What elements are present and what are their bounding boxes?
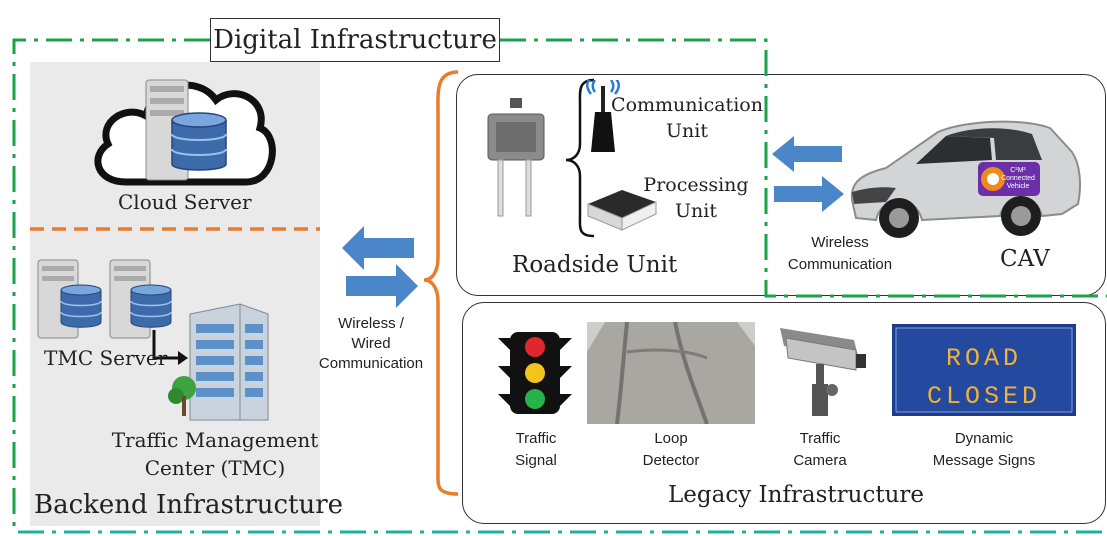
database-icon bbox=[130, 284, 172, 328]
wireless-comm-line2: Communication bbox=[787, 256, 893, 273]
legacy-item-label: Loop Detector bbox=[625, 428, 717, 472]
message-sign-text: ROAD CLOSED bbox=[892, 340, 1076, 416]
cav-badge-line3: Vehicle bbox=[1006, 183, 1030, 190]
message-signs-line1: Dynamic bbox=[954, 430, 1014, 447]
cav-badge-line2: Connected bbox=[1001, 175, 1035, 182]
bidirectional-arrows-right bbox=[772, 136, 844, 212]
car-icon bbox=[850, 120, 1081, 238]
bidirectional-arrows bbox=[342, 226, 418, 308]
digital-boundary-left bbox=[12, 38, 210, 532]
wireless-comm-line1: Wireless bbox=[811, 234, 869, 251]
antenna-icon bbox=[586, 80, 620, 152]
processing-unit-label: Processing Unit bbox=[636, 172, 756, 224]
traffic-camera-line1: Traffic bbox=[799, 430, 841, 447]
arrow-left-icon bbox=[342, 226, 414, 270]
cav-title: CAV bbox=[1000, 246, 1050, 272]
legacy-title: Legacy Infrastructure bbox=[668, 482, 925, 508]
building-icon bbox=[168, 303, 269, 421]
message-sign-image bbox=[892, 324, 1076, 416]
cav-badge-line1: C²M² bbox=[1010, 167, 1026, 174]
legacy-item-label: Dynamic Message Signs bbox=[914, 428, 1054, 472]
arrow-right-icon bbox=[346, 264, 418, 308]
database-icon bbox=[171, 112, 227, 171]
legacy-panel bbox=[462, 302, 1106, 524]
tmc-label: Traffic Management Center (TMC) bbox=[110, 426, 320, 482]
arrow-icon bbox=[152, 330, 188, 365]
camera-icon bbox=[780, 328, 866, 416]
communication-unit-label: Communication Unit bbox=[606, 92, 768, 144]
tmc-label-line1: Traffic Management bbox=[111, 428, 319, 452]
roadside-unit-title: Roadside Unit bbox=[512, 252, 678, 278]
cav-badge: C²M² Connected Vehicle bbox=[1000, 167, 1036, 191]
processing-unit-line1: Processing bbox=[643, 174, 749, 196]
loop-detector-line2: Detector bbox=[642, 452, 700, 469]
infrastructure-brace bbox=[423, 70, 459, 496]
tmc-server-label: TMC Server bbox=[44, 346, 168, 370]
arrow-right-icon bbox=[774, 176, 844, 212]
arrow-left-icon bbox=[772, 136, 842, 172]
wired-comm-line3: Communication bbox=[318, 355, 424, 372]
roadside-unit-panel bbox=[456, 74, 1106, 296]
wired-comm-line1: Wireless / bbox=[338, 315, 404, 332]
wired-comm-line2: Wired bbox=[351, 335, 391, 352]
processing-box-icon bbox=[587, 190, 657, 231]
rsu-device-icon bbox=[487, 98, 545, 217]
communication-unit-line1: Communication bbox=[611, 94, 763, 116]
traffic-light-icon bbox=[498, 332, 572, 414]
digital-boundary-right bbox=[500, 38, 1107, 298]
processing-unit-line2: Unit bbox=[675, 200, 717, 222]
loop-detector-image bbox=[587, 322, 755, 424]
cloud-server-label: Cloud Server bbox=[118, 190, 252, 214]
digital-infrastructure-title: Digital Infrastructure bbox=[210, 18, 500, 62]
communication-unit-line2: Unit bbox=[666, 120, 708, 142]
traffic-signal-line1: Traffic bbox=[515, 430, 557, 447]
message-signs-line2: Message Signs bbox=[932, 452, 1036, 469]
loop-detector-line1: Loop bbox=[654, 430, 688, 447]
tmc-label-line2: Center (TMC) bbox=[144, 456, 286, 480]
traffic-signal-line2: Signal bbox=[515, 452, 557, 469]
database-icon bbox=[60, 284, 102, 328]
legacy-item-label: Traffic Signal bbox=[490, 428, 582, 472]
wireless-comm-label: Wireless Communication bbox=[770, 232, 910, 276]
rsu-brace bbox=[565, 78, 595, 238]
legacy-item-label: Traffic Camera bbox=[774, 428, 866, 472]
backend-title: Backend Infrastructure bbox=[34, 490, 344, 520]
traffic-camera-line2: Camera bbox=[793, 452, 847, 469]
message-sign-line1: ROAD bbox=[945, 344, 1022, 373]
wired-comm-label: Wireless / Wired Communication bbox=[296, 314, 446, 374]
message-sign-line2: CLOSED bbox=[926, 382, 1041, 411]
